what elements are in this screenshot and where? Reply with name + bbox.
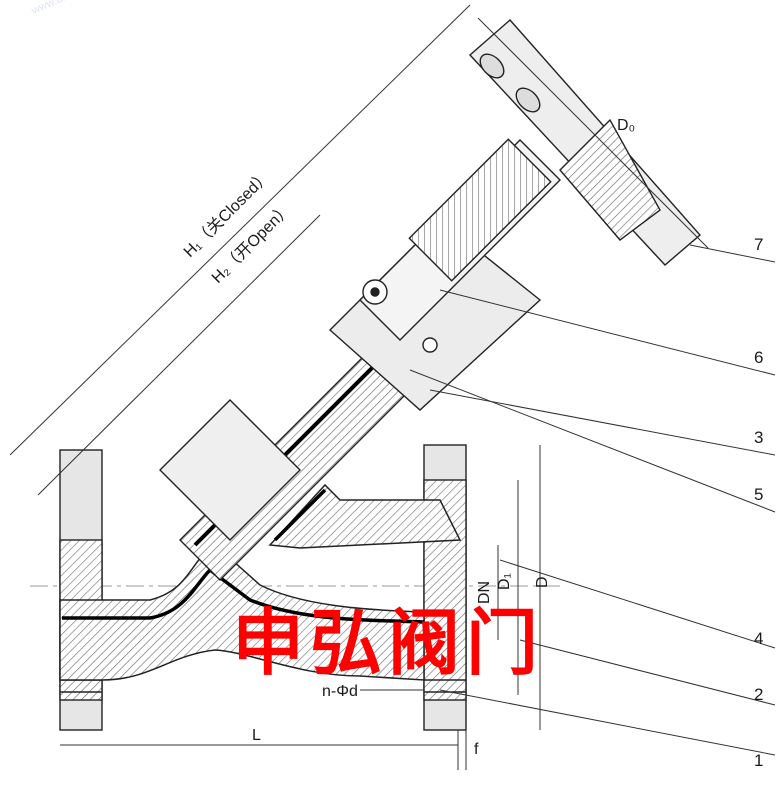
leader-lines <box>409 244 776 756</box>
right-flange <box>423 444 467 731</box>
dimension-lines <box>9 4 709 770</box>
part-number-7: 7 <box>754 235 763 254</box>
l-label: L <box>252 727 261 744</box>
handwheel <box>468 19 701 266</box>
valve-body <box>59 483 462 681</box>
part-number-3: 3 <box>754 428 763 447</box>
f-label: f <box>474 741 479 758</box>
part-number-1: 1 <box>754 751 763 770</box>
d0-label: D₀ <box>617 117 635 134</box>
bolt-holes-label: n-Φd <box>322 683 358 700</box>
part-number-4: 4 <box>754 629 763 648</box>
company-watermark: 申弘阀门 <box>232 600 545 685</box>
part-number-2: 2 <box>754 685 763 704</box>
d-label: D <box>534 576 551 588</box>
d1-label: D₁ <box>496 573 513 590</box>
part-number-5: 5 <box>754 485 763 504</box>
left-flange <box>59 449 103 731</box>
part-number-6: 6 <box>754 348 763 367</box>
bonnet-assembly <box>159 138 561 581</box>
dn-label: DN <box>476 581 493 604</box>
